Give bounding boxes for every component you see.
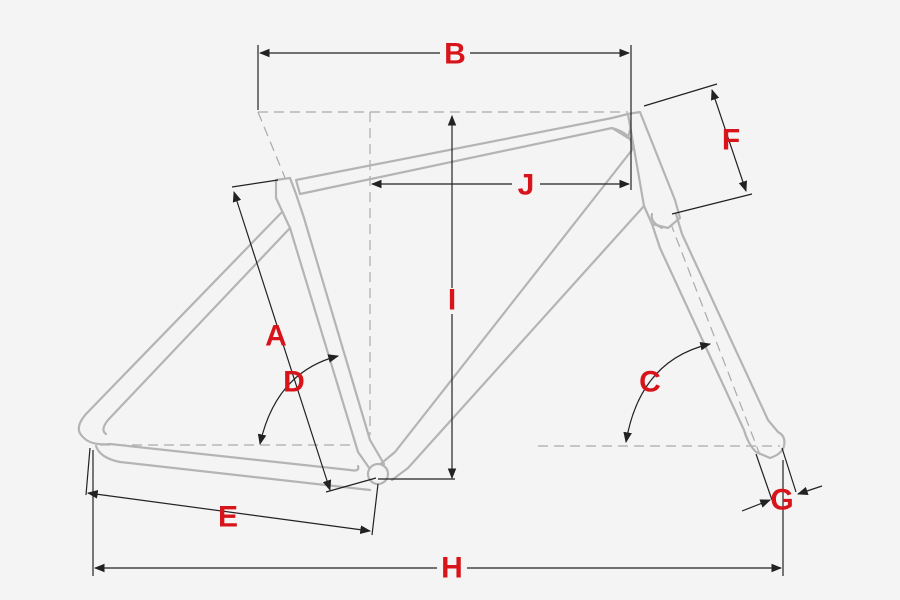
label-j: J xyxy=(518,169,535,202)
label-f: F xyxy=(722,124,740,157)
bike-frame xyxy=(77,110,786,492)
label-g: G xyxy=(770,484,793,517)
label-a: A xyxy=(265,320,287,353)
label-i: I xyxy=(448,284,456,317)
label-e: E xyxy=(218,501,238,534)
label-b: B xyxy=(444,38,466,71)
dimension-labels: B I J F A D C E G H xyxy=(218,38,794,585)
label-d: D xyxy=(283,366,305,399)
label-h: H xyxy=(441,552,463,585)
label-c: C xyxy=(639,366,661,399)
dimension-lines xyxy=(85,45,823,576)
